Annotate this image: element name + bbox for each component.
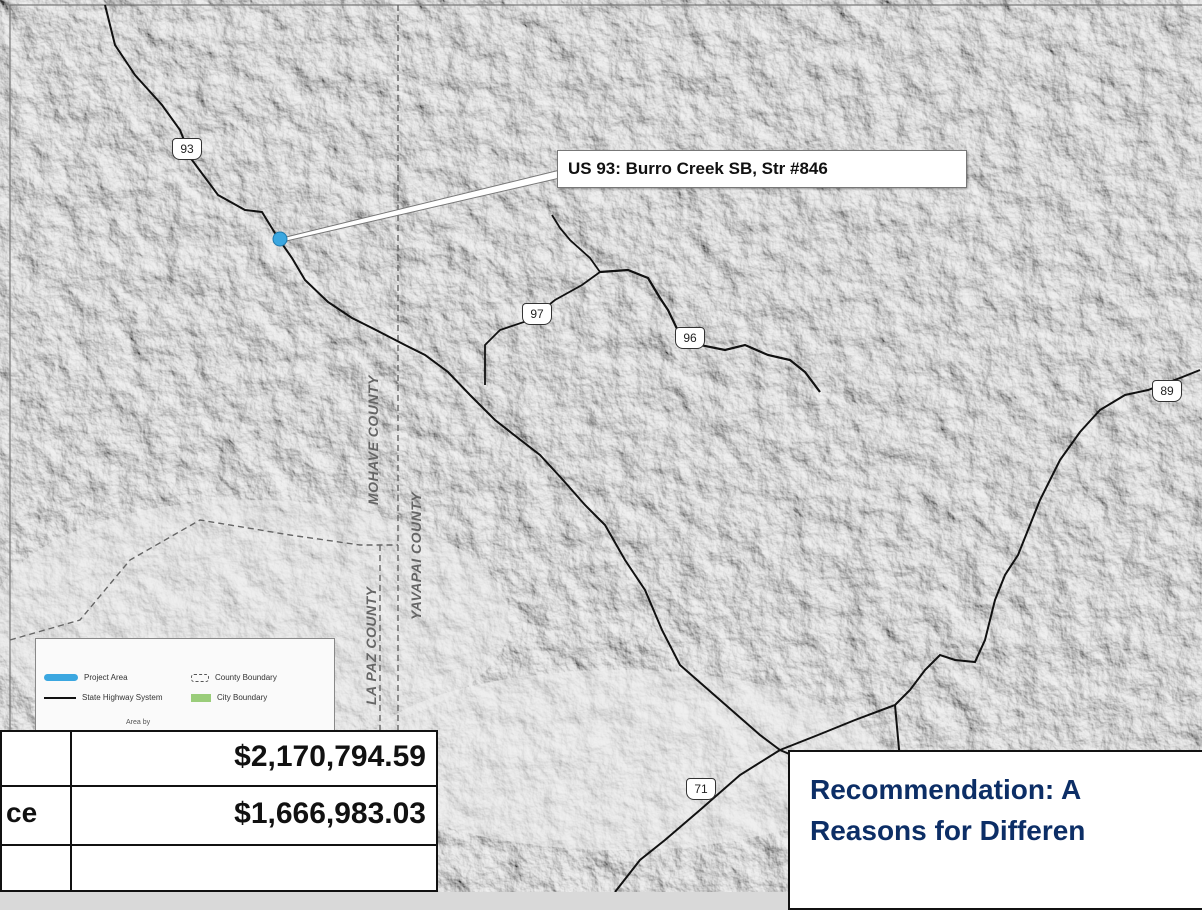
- route-shield-96: 96: [675, 327, 705, 349]
- county-label-lapaz: LA PAZ COUNTY: [363, 586, 379, 706]
- highway-link: [779, 704, 896, 751]
- route-shield-97: 97: [522, 303, 552, 325]
- highway-sr97: [484, 214, 602, 385]
- route-shield-71: 71: [686, 778, 716, 800]
- recommendation-box: Recommendation: A Reasons for Differen: [788, 750, 1202, 910]
- county-label-yavapai: YAVAPAI COUNTY: [408, 491, 424, 620]
- table-row: $2,170,794.59: [2, 732, 436, 782]
- row-value: $1,666,983.03: [234, 797, 426, 830]
- map-legend: Project Area State Highway System County…: [35, 638, 335, 738]
- recommendation-line: Reasons for Differen: [810, 814, 1086, 846]
- table-row-divider: [2, 844, 436, 846]
- highway-sr71: [614, 749, 781, 892]
- county-boundary-swatch: [191, 673, 209, 682]
- plain-area: [360, 670, 880, 850]
- table-row-divider: [2, 785, 436, 787]
- legend-label: City Boundary: [217, 693, 268, 702]
- legend-row-highway: State Highway System: [44, 693, 162, 702]
- map-frame: [9, 4, 1202, 892]
- legend-row-project: Project Area: [44, 673, 128, 682]
- recommendation-line: Recommendation: A: [810, 774, 1082, 805]
- cost-table: $2,170,794.59 ce $1,666,983.03: [0, 730, 438, 892]
- county-boundary: [9, 519, 398, 641]
- county-label-mohave: MOHAVE COUNTY: [365, 375, 381, 505]
- table-row: ce $1,666,983.03: [2, 787, 436, 837]
- legend-partial-text: Area by: [126, 719, 151, 726]
- legend-label: County Boundary: [215, 673, 277, 682]
- route-shield-93: 93: [172, 138, 202, 160]
- project-area-swatch: [44, 674, 78, 681]
- highway-sr89: [894, 369, 1201, 706]
- legend-row-city: City Boundary: [191, 693, 267, 702]
- project-callout: US 93: Burro Creek SB, Str #846: [557, 150, 967, 188]
- table-column-divider: [70, 732, 72, 890]
- route-shield-89: 89: [1152, 380, 1182, 402]
- legend-label: Project Area: [84, 673, 128, 682]
- legend-row-county: County Boundary: [191, 673, 277, 682]
- highway-us93: [104, 4, 851, 781]
- legend-label: State Highway System: [82, 693, 163, 702]
- city-boundary-swatch: [191, 693, 211, 702]
- highway-swatch: [44, 696, 76, 699]
- project-area-marker: [272, 231, 288, 247]
- row-value: $2,170,794.59: [234, 740, 426, 773]
- row-label: ce: [6, 797, 38, 828]
